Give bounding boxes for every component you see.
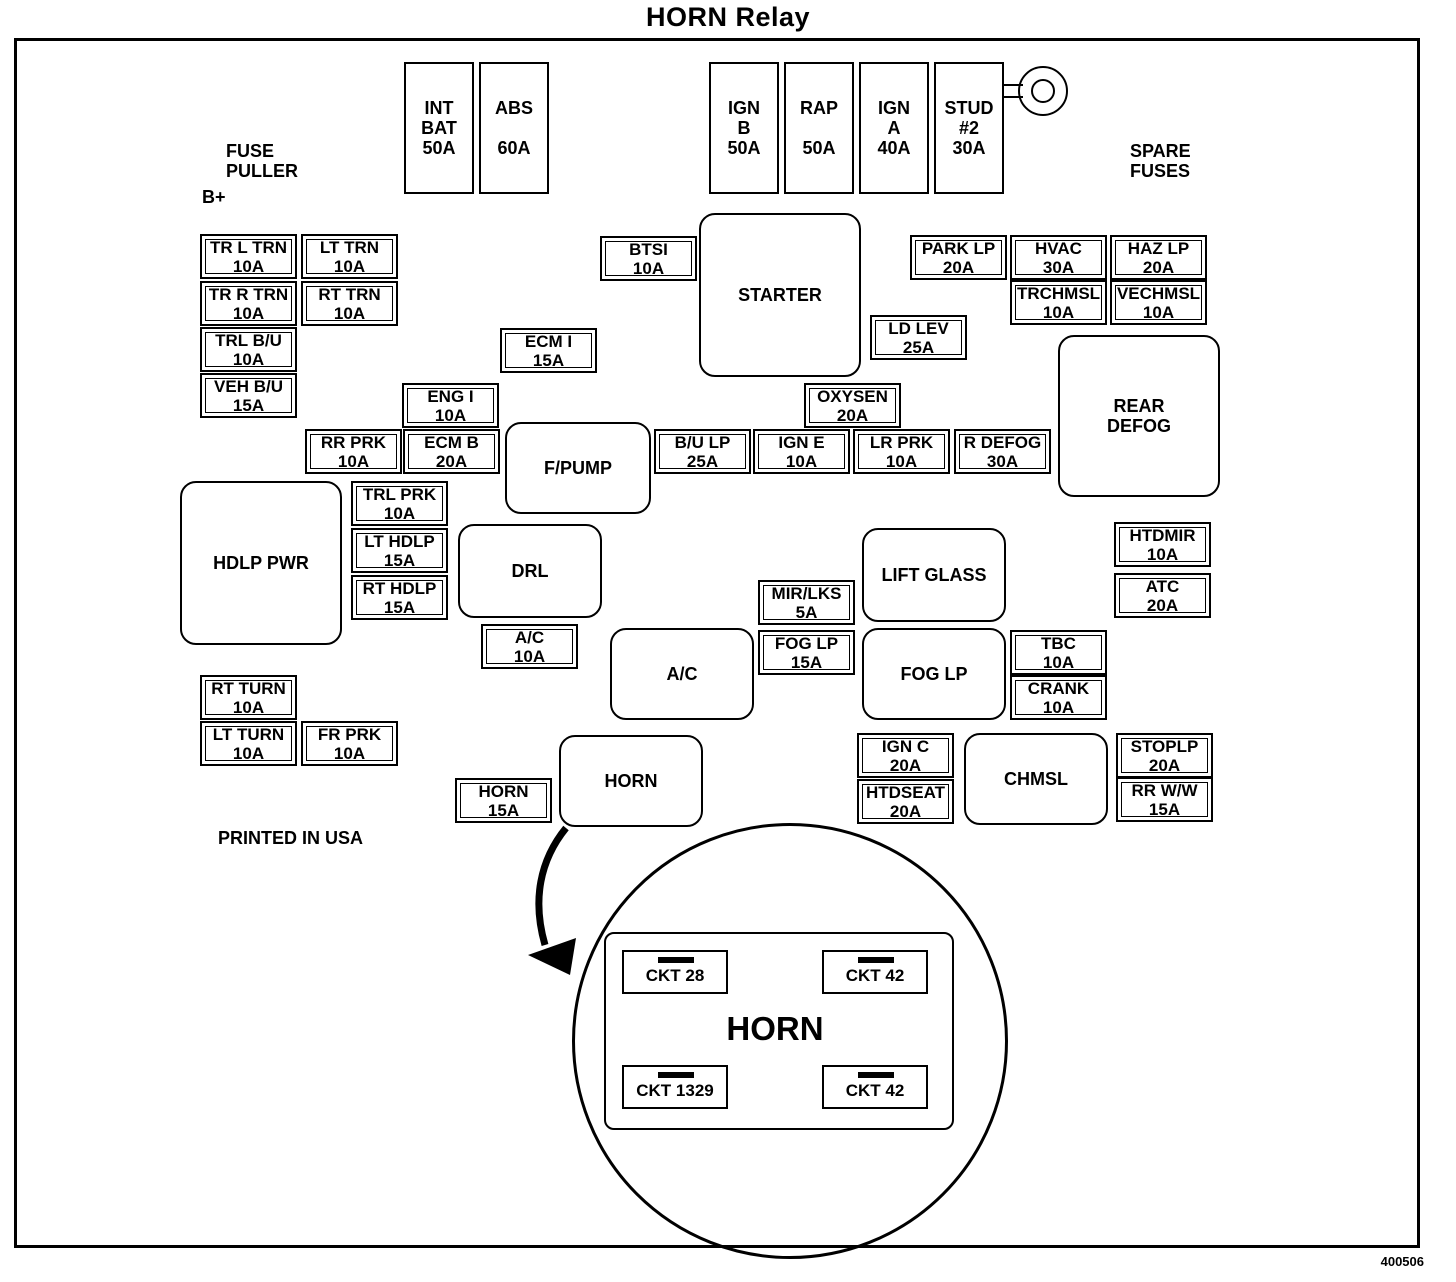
horn-relay-label: HORN [726,1010,824,1047]
horn-relay-detail [604,932,954,1130]
relay-horn: HORN [559,735,703,827]
relay-chmsl: CHMSL [964,733,1108,825]
terminal-ckt-42-bottom: CKT 42 [822,1065,928,1109]
page-title: HORN Relay [645,2,811,32]
maxi-fuse-stud2: STUD #2 30A [934,62,1004,194]
spare-fuses-label: SPARE FUSES [1130,141,1191,181]
maxi-fuse-abs: ABS 60A [479,62,549,194]
horn-relay-magnifier [572,823,1008,1259]
maxi-fuse-int-bat: INT BAT 50A [404,62,474,194]
stud-terminal-tab [1003,84,1023,98]
relay-ac: A/C [610,628,754,720]
maxi-fuse-ign-b: IGN B 50A [709,62,779,194]
terminal-ckt-28: CKT 28 [622,950,728,994]
relay-lift-glass: LIFT GLASS [862,528,1006,622]
stud-terminal-ring-icon [1018,66,1068,116]
terminal-ckt-42-top: CKT 42 [822,950,928,994]
terminal-ckt-1329: CKT 1329 [622,1065,728,1109]
relay-starter: STARTER [699,213,861,377]
printed-in-usa-label: PRINTED IN USA [218,828,364,848]
relay-hdlp-pwr: HDLP PWR [180,481,342,645]
relay-drl: DRL [458,524,602,618]
relay-fog-lp: FOG LP [862,628,1006,720]
fuse-puller-label: FUSE PULLER [226,141,298,181]
b-plus-label: B+ [202,187,226,207]
maxi-fuse-rap: RAP 50A [784,62,854,194]
figure-number: 400506 [1380,1254,1424,1269]
maxi-fuse-ign-a: IGN A 40A [859,62,929,194]
relay-fpump: F/PUMP [505,422,651,514]
relay-rear-defog: REAR DEFOG [1058,335,1220,497]
